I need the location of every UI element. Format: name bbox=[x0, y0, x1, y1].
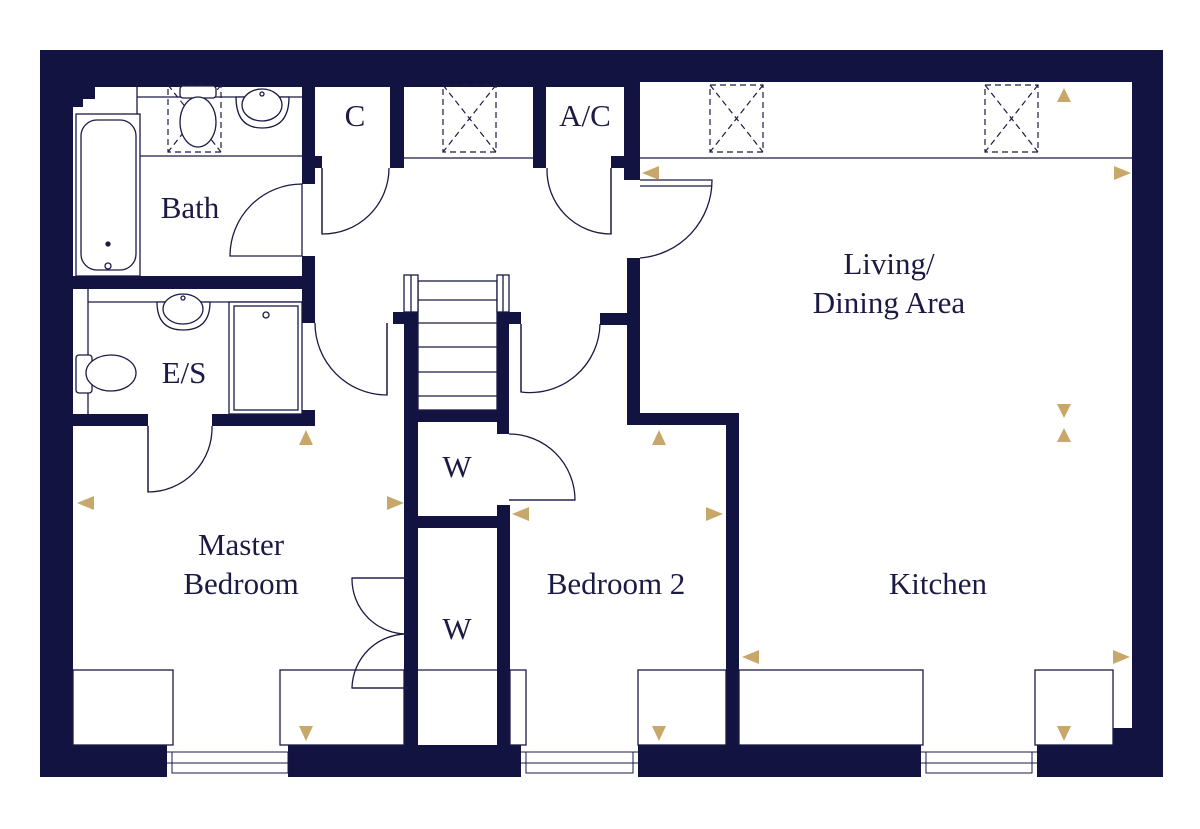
measurement-marker-icon bbox=[706, 507, 723, 521]
room-label-bath: Bath bbox=[161, 190, 220, 225]
skylight-icon bbox=[442, 84, 497, 153]
room-label-master-line2: Bedroom bbox=[183, 566, 298, 601]
window-master bbox=[167, 742, 289, 780]
window-bedroom2 bbox=[521, 742, 638, 780]
room-label-wardrobe-lower: W bbox=[442, 611, 472, 646]
measurement-marker-icon bbox=[652, 430, 666, 445]
measurement-marker-icon bbox=[1114, 166, 1131, 180]
toilet-icon bbox=[179, 85, 217, 148]
measurement-marker-icon bbox=[387, 496, 404, 510]
toilet-icon bbox=[75, 354, 137, 394]
room-label-master-line1: Master bbox=[198, 527, 285, 562]
measurement-marker-icon bbox=[652, 726, 666, 741]
room-label-cupboard: C bbox=[345, 98, 366, 133]
room-label-airing-cupboard: A/C bbox=[559, 98, 611, 133]
basin-icon bbox=[235, 88, 290, 129]
measurement-marker-icon bbox=[299, 430, 313, 445]
measurement-marker-icon bbox=[299, 726, 313, 741]
internal-walls bbox=[73, 82, 739, 747]
measurement-marker-icon bbox=[1057, 88, 1071, 102]
staircase-icon bbox=[403, 274, 510, 411]
skylight-icon bbox=[709, 84, 764, 153]
measurement-marker-icon bbox=[1057, 428, 1071, 442]
room-label-ensuite: E/S bbox=[162, 355, 207, 390]
window-kitchen bbox=[921, 742, 1037, 780]
measurement-marker-icon bbox=[1057, 726, 1071, 741]
basin-icon bbox=[156, 293, 211, 331]
skylight-icon bbox=[984, 84, 1039, 153]
measurement-marker-icon bbox=[512, 507, 529, 521]
measurement-marker-icon bbox=[77, 496, 94, 510]
measurement-marker-icon bbox=[742, 650, 759, 664]
room-label-bedroom2: Bedroom 2 bbox=[547, 566, 686, 601]
shower-tray-icon bbox=[228, 301, 303, 415]
door-swing-icon bbox=[147, 167, 713, 689]
outer-wall bbox=[40, 50, 1163, 777]
measurement-marker-icon bbox=[642, 166, 659, 180]
measurement-markers bbox=[77, 88, 1131, 741]
room-label-wardrobe-upper: W bbox=[442, 449, 472, 484]
room-label-kitchen: Kitchen bbox=[889, 566, 988, 601]
room-label-living-line1: Living/ bbox=[843, 246, 935, 281]
room-label-living-line2: Dining Area bbox=[813, 285, 966, 320]
measurement-marker-icon bbox=[1113, 650, 1130, 664]
measurement-marker-icon bbox=[1057, 404, 1071, 418]
bathtub-icon bbox=[75, 113, 141, 277]
